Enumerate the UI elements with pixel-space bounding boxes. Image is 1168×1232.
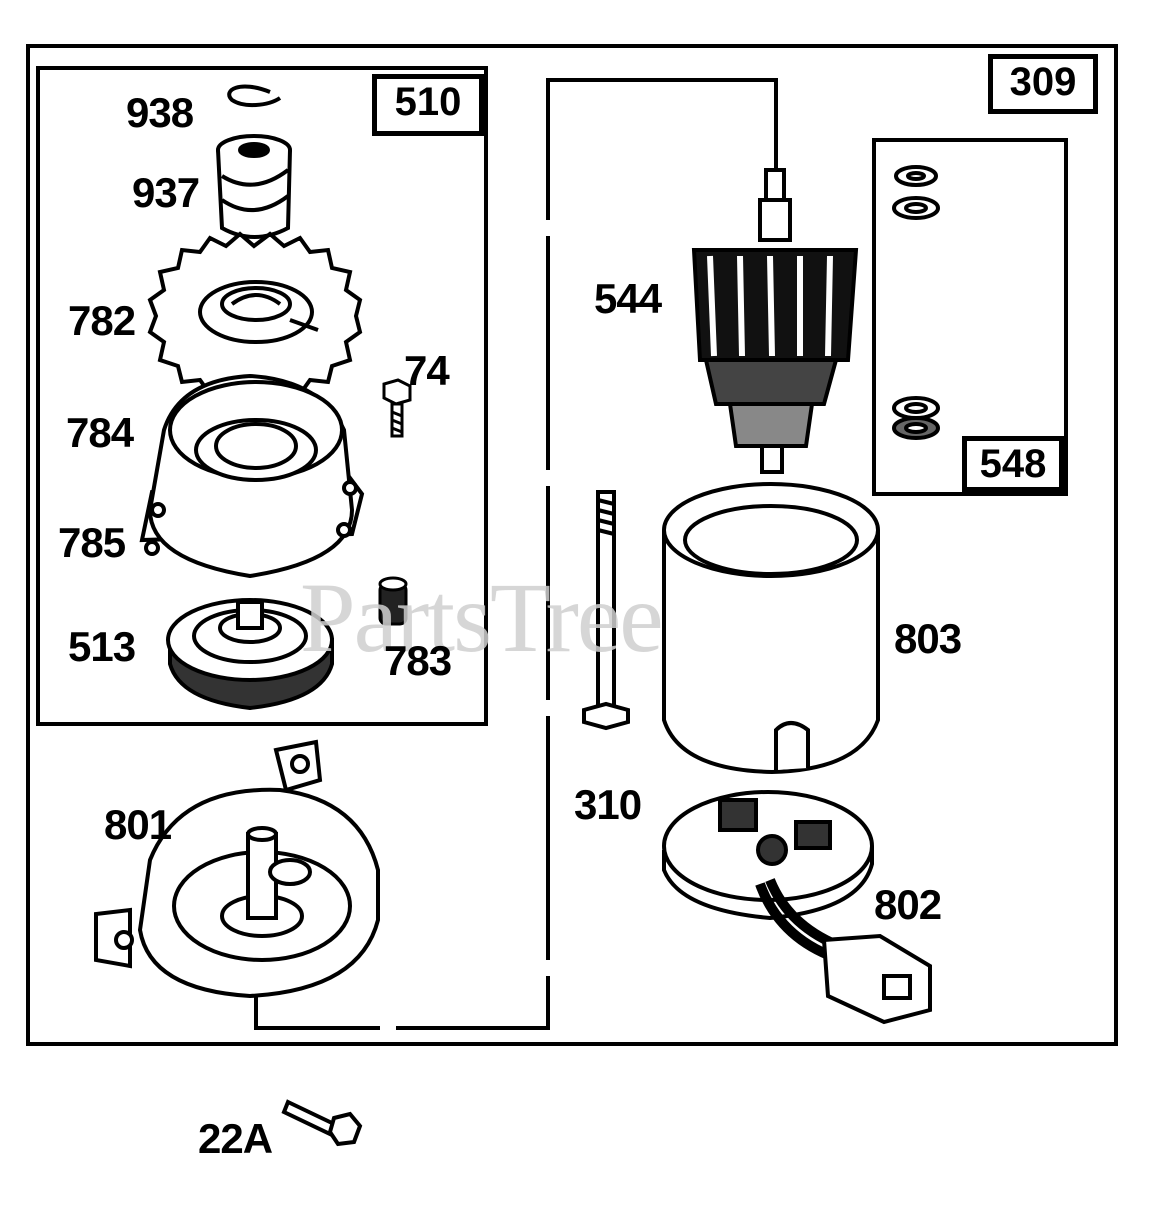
- part-label-938: 938: [126, 89, 194, 136]
- part-310-bolt: [582, 490, 630, 731]
- part-802-brush-plate: [662, 790, 932, 1025]
- part-label-783: 783: [384, 637, 452, 684]
- part-label-803: 803: [894, 615, 962, 662]
- watermark: PartsTree: [300, 562, 664, 673]
- group-510-frame: [36, 66, 488, 726]
- part-782-gear: [147, 231, 363, 401]
- part-label-74: 74: [404, 347, 450, 394]
- part-label-784: 784: [66, 409, 134, 456]
- group-label-309: 309: [988, 54, 1098, 114]
- part-783-pinion: [378, 576, 408, 626]
- group-label-548: 548: [962, 436, 1064, 492]
- part-22A-bolt: [281, 1099, 363, 1147]
- group-309-outline: [254, 78, 778, 1030]
- part-937-helix: [216, 134, 292, 239]
- part-938-clip: [227, 84, 282, 107]
- part-801-end-cap: [94, 739, 380, 999]
- part-label-802: 802: [874, 881, 942, 928]
- part-784-cover: [139, 318, 365, 579]
- part-label-544: 544: [594, 275, 662, 322]
- part-label-22A: 22A: [198, 1115, 273, 1162]
- part-544-armature: [691, 168, 859, 474]
- part-548-washers: [892, 165, 940, 440]
- part-label-785: 785: [58, 519, 126, 566]
- part-label-782: 782: [68, 297, 136, 344]
- part-label-937: 937: [132, 169, 200, 216]
- part-label-513: 513: [68, 623, 136, 670]
- part-label-801: 801: [104, 801, 172, 848]
- part-74-screw: [382, 378, 412, 438]
- part-803-housing: [662, 482, 880, 775]
- part-label-310: 310: [574, 781, 642, 828]
- group-label-510: 510: [372, 74, 484, 136]
- part-513-ring-gear: [166, 598, 334, 711]
- group-548-frame: [872, 138, 1068, 496]
- outer-frame: [26, 44, 1118, 1046]
